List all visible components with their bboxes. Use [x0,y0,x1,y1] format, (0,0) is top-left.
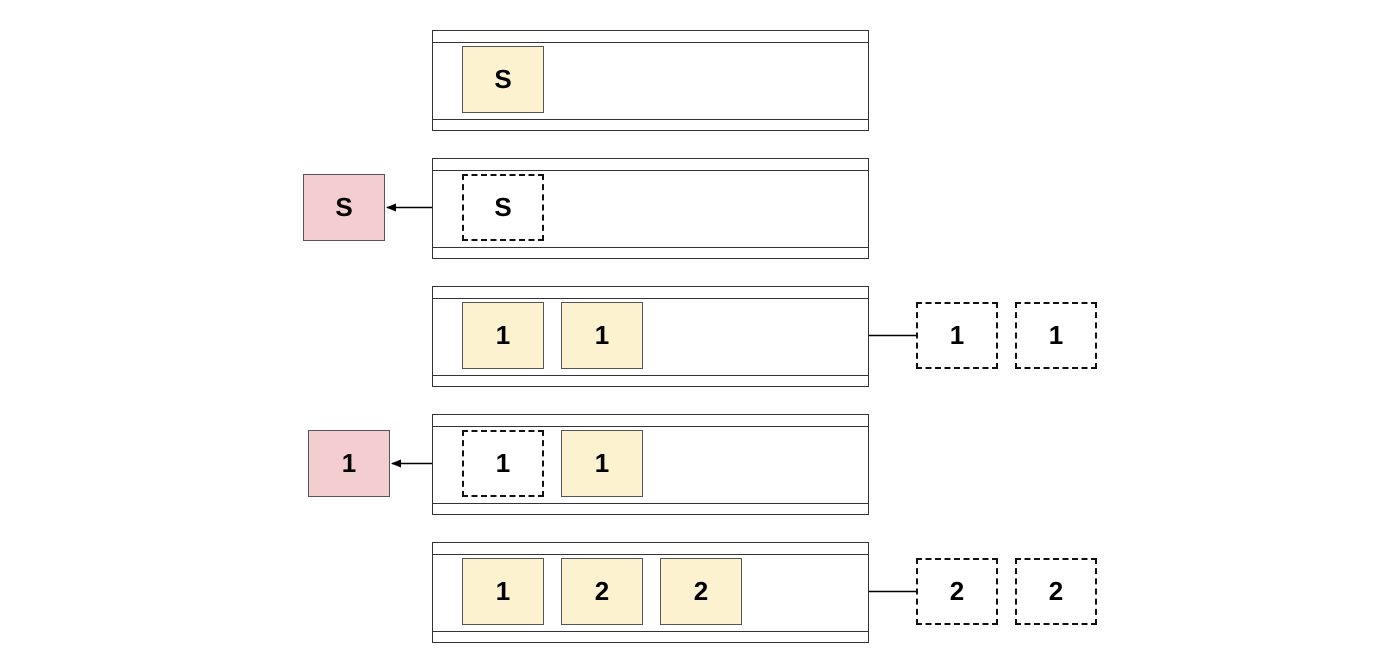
queued-item: 1 [561,430,643,497]
incoming-item: 1 [916,302,998,369]
queue-rail-top [433,170,868,171]
queue-rail-top [433,426,868,427]
incoming-item: 2 [1015,558,1097,625]
queued-item: 2 [660,558,742,625]
queued-item: 1 [561,302,643,369]
queue-rail-top [433,42,868,43]
queue-rail-bottom [433,119,868,120]
incoming-item: 2 [916,558,998,625]
dequeued-slot-ghost: 1 [462,430,544,497]
queue-rail-bottom [433,503,868,504]
queue-rail-bottom [433,375,868,376]
queue-rail-bottom [433,631,868,632]
dequeued-item: S [303,174,385,241]
dequeued-item: 1 [308,430,390,497]
queued-item: 2 [561,558,643,625]
incoming-item: 1 [1015,302,1097,369]
queue-rail-top [433,554,868,555]
queued-item: S [462,46,544,113]
queued-item: 1 [462,558,544,625]
queue-rail-bottom [433,247,868,248]
dequeued-slot-ghost: S [462,174,544,241]
queued-item: 1 [462,302,544,369]
queue-rail-top [433,298,868,299]
